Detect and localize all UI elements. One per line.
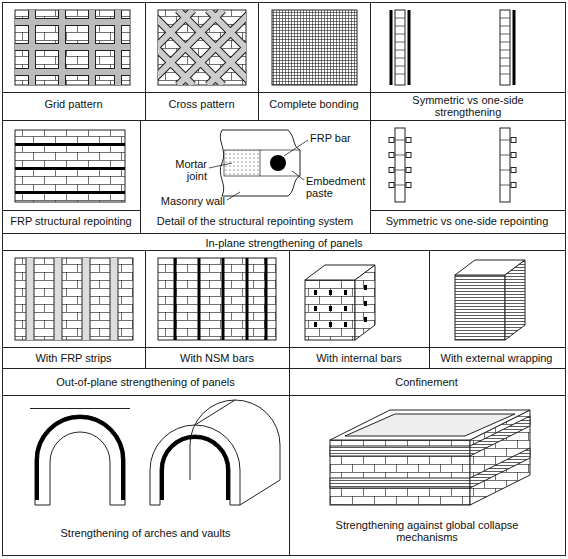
repointing-detail-figure bbox=[209, 130, 308, 200]
cell-caption: Cross pattern bbox=[145, 98, 258, 110]
callout-label: Mortar joint bbox=[163, 158, 207, 182]
cell-caption: FRP structural repointing bbox=[2, 215, 140, 227]
cell-caption: Symmetric vs one-side repointing bbox=[369, 215, 565, 227]
complete-bonding-figure bbox=[272, 10, 357, 85]
cell-caption: With external wrapping bbox=[428, 352, 565, 364]
vault-figure bbox=[150, 400, 280, 505]
group-header: Confinement bbox=[288, 376, 565, 388]
cross-pattern-figure bbox=[118, 10, 283, 85]
group-header: Out-of-plane strengthening of panels bbox=[2, 376, 289, 388]
group-header: In-plane strengthening of panels bbox=[2, 237, 566, 249]
symmetric-repointing-figure bbox=[389, 128, 516, 202]
building-figure bbox=[330, 410, 530, 505]
cell-caption: Grid pattern bbox=[2, 98, 145, 110]
nsm-bars-figure bbox=[158, 258, 276, 340]
cell-caption: Complete bonding bbox=[258, 98, 370, 110]
leader-line bbox=[209, 140, 308, 200]
external-wrapping-figure bbox=[455, 260, 525, 340]
repointing-figure bbox=[15, 130, 125, 202]
callout-label: Masonry wall bbox=[150, 195, 225, 207]
frp-strips-figure bbox=[15, 258, 133, 340]
callout-label: FRP bar bbox=[310, 132, 366, 144]
internal-bars-figure bbox=[305, 265, 375, 340]
cell-caption: Strengthening of arches and vaults bbox=[2, 527, 289, 539]
arch-figure bbox=[30, 409, 130, 506]
cell-caption: With internal bars bbox=[289, 352, 429, 364]
cell-caption: Detail of the structural repointing syst… bbox=[141, 215, 369, 227]
callout-label: Embedment paste bbox=[306, 175, 368, 199]
symmetric-strengthening-figure bbox=[391, 10, 514, 85]
cell-caption: With FRP strips bbox=[2, 352, 145, 364]
cell-caption: With NSM bars bbox=[145, 352, 289, 364]
cell-caption: Symmetric vs one-side strengthening bbox=[393, 94, 543, 118]
grid-pattern-figure bbox=[15, 10, 130, 85]
cell-caption: Strengthening against global collapse me… bbox=[327, 519, 527, 543]
